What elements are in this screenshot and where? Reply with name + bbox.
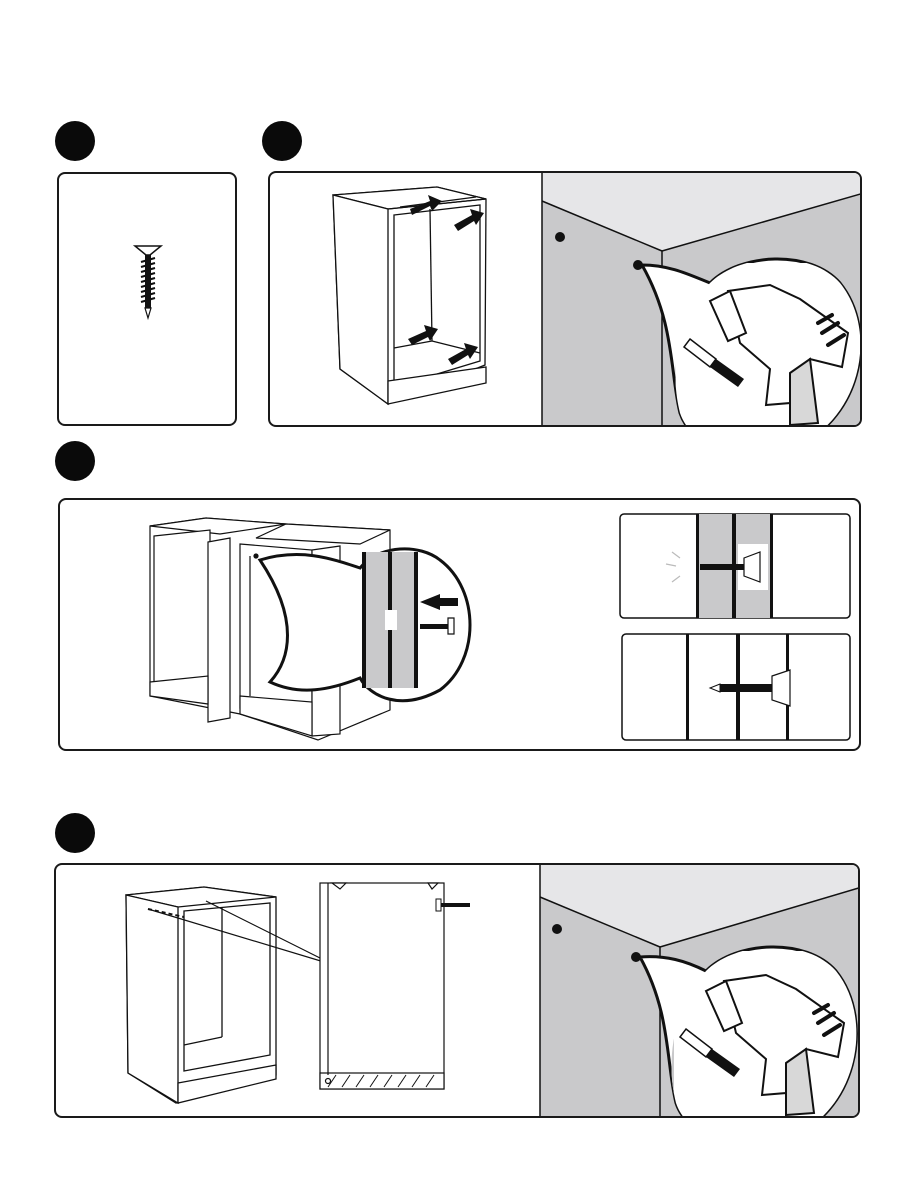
- drill-icon: [640, 947, 860, 1118]
- side-panel-icon: [320, 883, 444, 1089]
- step-3-panel: [58, 498, 861, 751]
- screw-icon: [59, 174, 237, 426]
- screw-detail-top: [620, 514, 850, 618]
- cabinet-icon: [126, 887, 276, 1103]
- screw-detail-bottom: [622, 634, 850, 740]
- step-marker-1: [55, 121, 95, 161]
- step-4-panel: [54, 863, 860, 1118]
- step-4-illustration: [56, 865, 860, 1118]
- step-marker-4: [55, 813, 95, 853]
- magnifier-icon: [260, 549, 470, 701]
- step-marker-2: [262, 121, 302, 161]
- cabinet-icon: [333, 187, 486, 404]
- screw-icon: [436, 899, 470, 911]
- step-2-illustration: [270, 173, 862, 427]
- step-3-illustration: [60, 500, 861, 751]
- step-1-panel: [57, 172, 237, 426]
- step-marker-3: [55, 441, 95, 481]
- step-2-panel: [268, 171, 862, 427]
